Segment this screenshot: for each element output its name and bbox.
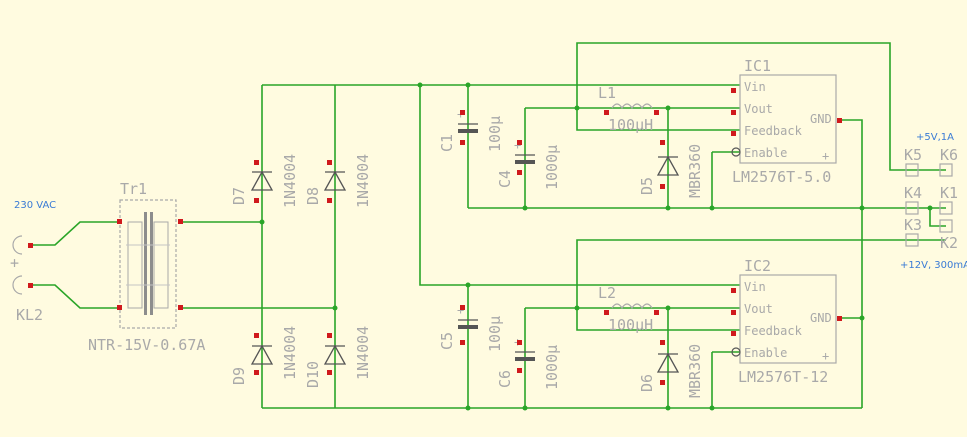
d10-value: 1N4004 [354,326,372,380]
ic2-feedback-pin: Feedback [744,324,803,338]
diode-d8[interactable]: D8 1N4004 [304,154,372,208]
d6-value: MBR360 [686,344,704,398]
k3-label: K3 [904,216,922,234]
tr1-value: NTR-15V-0.67A [88,336,205,354]
inductor-l2[interactable]: L2 100μH [598,284,659,334]
diode-d7[interactable]: D7 1N4004 [230,154,299,208]
c1-name: C1 [438,134,456,152]
k6-label: K6 [940,146,958,164]
capacitor-c5[interactable]: + C5 100μ [438,303,504,352]
ic1-part: LM2576T-5.0 [732,168,831,186]
ic2-name: IC2 [744,257,771,275]
input-voltage-label: 230 VAC [14,200,56,211]
ic1-regulator[interactable]: Vin Vout Feedback Enable GND + IC1 LM257… [731,57,842,186]
d8-name: D8 [304,187,322,205]
ic2-enable-pin: Enable [744,346,787,360]
ic2-part: LM2576T-12 [738,368,828,386]
ic1-vout-pin: Vout [744,102,773,116]
input-connector-kl2[interactable]: + 230 VAC KL2 [10,200,56,324]
ic1-origin-mark: + [822,149,829,163]
k1-label: K1 [940,184,958,202]
l1-value: 100μH [608,116,653,134]
output-5v-label: +5V,1A [916,132,954,143]
ic1-enable-pin: Enable [744,146,787,160]
diode-d10[interactable]: D10 1N4004 [304,326,372,388]
diode-d9[interactable]: D9 1N4004 [230,326,299,385]
c5-value: 100μ [486,316,504,352]
capacitor-c4[interactable]: + C4 1000μ [496,138,561,190]
d7-name: D7 [230,187,248,205]
d6-name: D6 [638,374,656,392]
transformer-tr1[interactable]: Tr1 NTR-15V-0.67A [88,180,205,354]
output-12v-label: +12V, 300mA [900,260,967,271]
diode-d6[interactable]: D6 MBR360 [638,340,704,398]
c4-value: 1000μ [543,145,561,190]
c6-name: C6 [496,370,514,388]
ic2-gnd-pin: GND [810,311,832,325]
d5-name: D5 [638,177,656,195]
capacitor-c6[interactable]: + C6 1000μ [496,335,561,390]
ic2-vout-pin: Vout [744,302,773,316]
output-connectors[interactable]: +5V,1A K5 K6 K4 K1 K3 K2 +12V, 300mA [900,132,967,271]
ic2-regulator[interactable]: Vin Vout Feedback Enable GND + IC2 LM257… [731,257,842,386]
c6-value: 1000μ [543,345,561,390]
k2-label: K2 [940,234,958,252]
c1-value: 100μ [486,116,504,152]
l2-name: L2 [598,284,616,302]
ic1-feedback-pin: Feedback [744,124,803,138]
ic1-vin-pin: Vin [744,80,766,94]
inductor-l1[interactable]: L1 100μH [598,84,659,134]
d5-value: MBR360 [686,144,704,198]
kl2-label: KL2 [16,306,43,324]
l2-value: 100μH [608,316,653,334]
l1-name: L1 [598,84,616,102]
capacitor-c1[interactable]: + C1 100μ [438,107,504,152]
k5-label: K5 [904,146,922,164]
junctions [259,82,933,411]
ic1-gnd-pin: GND [810,112,832,126]
d9-name: D9 [230,367,248,385]
d8-value: 1N4004 [354,154,372,208]
k4-label: K4 [904,184,922,202]
ic2-vin-pin: Vin [744,280,766,294]
diode-d5[interactable]: D5 MBR360 [638,140,704,198]
plus-sign: + [10,254,19,272]
d10-name: D10 [304,361,322,388]
tr1-name: Tr1 [120,180,147,198]
d7-value: 1N4004 [281,154,299,208]
c5-name: C5 [438,332,456,350]
c4-name: C4 [496,170,514,188]
ic1-name: IC1 [744,57,771,75]
d9-value: 1N4004 [281,326,299,380]
ic2-origin-mark: + [822,349,829,363]
